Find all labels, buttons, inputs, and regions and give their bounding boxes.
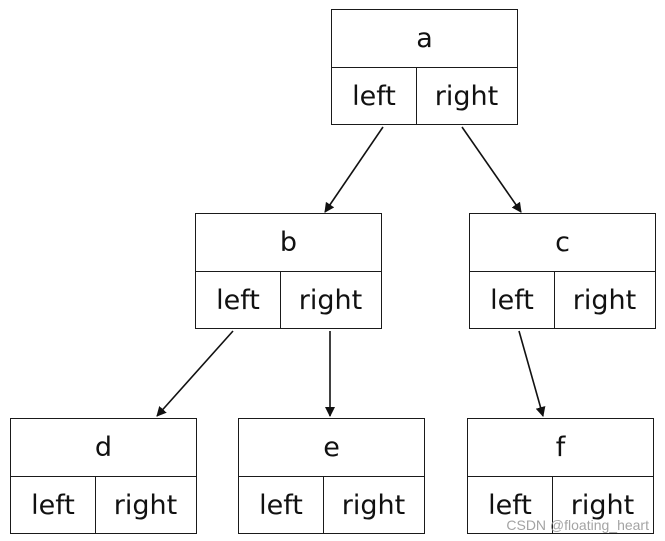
node-d-right-field: right [113,489,178,521]
node-e-right-field: right [341,489,406,521]
node-a-left-field: left [332,68,417,124]
node-b: b left right [195,213,382,329]
edge-c-left-to-f [518,330,546,417]
node-e: e left right [238,418,425,534]
node-f: f left right [467,418,654,534]
node-d-left-field: left [11,477,96,533]
edge-b-left-to-d [156,330,234,417]
node-b-left-field: left [196,272,281,328]
node-b-right-field: right [298,284,363,316]
node-a-right-field: right [434,80,499,112]
node-f-left-field: left [468,477,553,533]
node-a: a left right [331,9,518,125]
edge-a-left-to-b [324,126,384,213]
node-e-left-field: left [239,477,324,533]
node-e-label: e [239,419,424,477]
node-b-label: b [196,214,381,272]
node-d-label: d [11,419,196,477]
node-c-label: c [470,214,655,272]
node-a-label: a [332,10,517,68]
node-c-left-field: left [470,272,555,328]
node-c: c left right [469,213,656,329]
node-d: d left right [10,418,197,534]
node-f-label: f [468,419,653,477]
edge-a-right-to-c [461,126,522,213]
node-c-right-field: right [572,284,637,316]
node-f-right-field: right [570,489,635,521]
watermark: CSDN @floating_heart [506,517,649,533]
